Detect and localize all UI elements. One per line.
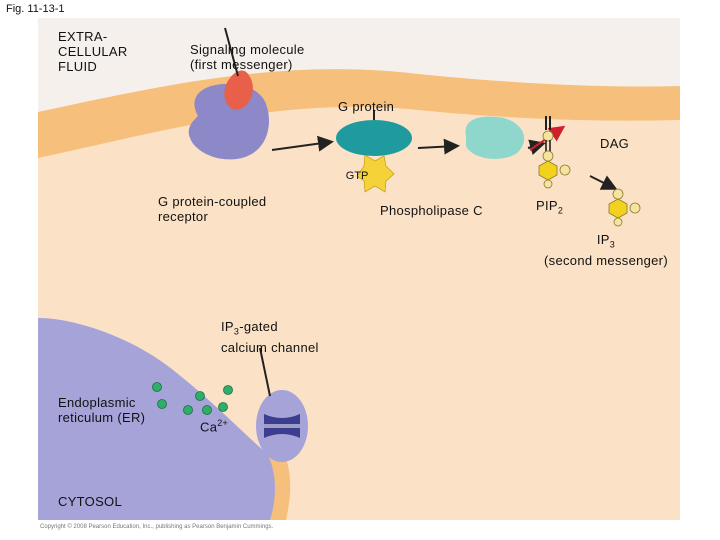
arrow-receptor-to-gprotein: [271, 135, 334, 152]
signaling-leader-line: [224, 27, 239, 77]
figure-label: Fig. 11-13-1: [6, 3, 65, 15]
ip3-label: IP3 (second messenger): [544, 232, 668, 268]
gpcr-label: G protein-coupled receptor: [158, 194, 267, 224]
g-protein-label: G protein: [338, 99, 395, 114]
calcium-ions: [152, 382, 233, 415]
arrow-pip2-to-ip3: [589, 175, 618, 190]
channel-leader-line: [259, 347, 271, 397]
gtp-star: [356, 154, 395, 193]
phospholipase-c-label: Phospholipase C: [380, 203, 483, 218]
arrow-gprotein-to-plc: [417, 138, 460, 155]
plasma-membrane: [38, 69, 680, 158]
signaling-molecule: [224, 70, 253, 110]
extracellular-fluid-label: EXTRA- CELLULAR FLUID: [58, 29, 128, 74]
diagram-panel: EXTRA- CELLULAR FLUID Signaling molecule…: [38, 18, 680, 520]
pip2-molecule: [538, 140, 571, 189]
ip3-gated-calcium-channel: [256, 390, 308, 462]
gtp-label: GTP: [345, 170, 369, 182]
dag-molecule: [542, 116, 554, 142]
copyright-notice: Copyright © 2008 Pearson Education, Inc.…: [40, 524, 274, 530]
gpcr-receptor: [188, 83, 269, 160]
dag-label: DAG: [600, 136, 630, 151]
er-label: Endoplasmic reticulum (ER): [58, 395, 146, 425]
signaling-molecule-label: Signaling molecule (first messenger): [190, 42, 305, 72]
calcium-label: Ca2+: [200, 418, 229, 435]
pip2-label: PIP2: [536, 198, 564, 216]
phospholipase-c: [465, 116, 525, 159]
diagram-canvas: [38, 18, 680, 520]
er-lumen: [38, 318, 283, 520]
ip3-molecule: [608, 188, 641, 227]
g-protein: [336, 120, 412, 156]
cytosol-label: CYTOSOL: [58, 494, 122, 509]
ip3-gated-channel-label: IP3-gated calcium channel: [221, 319, 319, 355]
